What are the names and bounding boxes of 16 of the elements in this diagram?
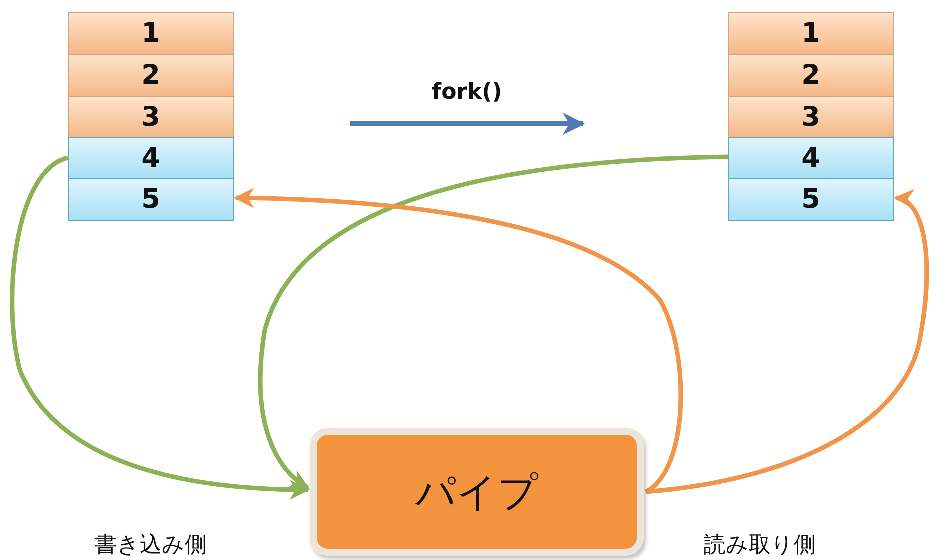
table-cell: 1 <box>68 12 234 55</box>
side-label: 書き込み側 <box>95 532 207 560</box>
pipe-box: パイプ <box>310 428 644 556</box>
table-cell: 3 <box>68 96 234 138</box>
function-label: fork() <box>432 80 502 105</box>
table-cell: 2 <box>68 54 234 97</box>
arrow <box>234 188 684 494</box>
table-cell: 1 <box>728 12 894 55</box>
table-cell: 4 <box>68 137 234 179</box>
side-label: 読み取り側 <box>704 532 816 560</box>
table-cell: 4 <box>728 137 894 179</box>
table-cell: 5 <box>68 178 234 221</box>
table-cell: 3 <box>728 96 894 138</box>
arrow <box>10 156 310 500</box>
table-cell: 2 <box>728 54 894 97</box>
arrow <box>258 154 728 490</box>
